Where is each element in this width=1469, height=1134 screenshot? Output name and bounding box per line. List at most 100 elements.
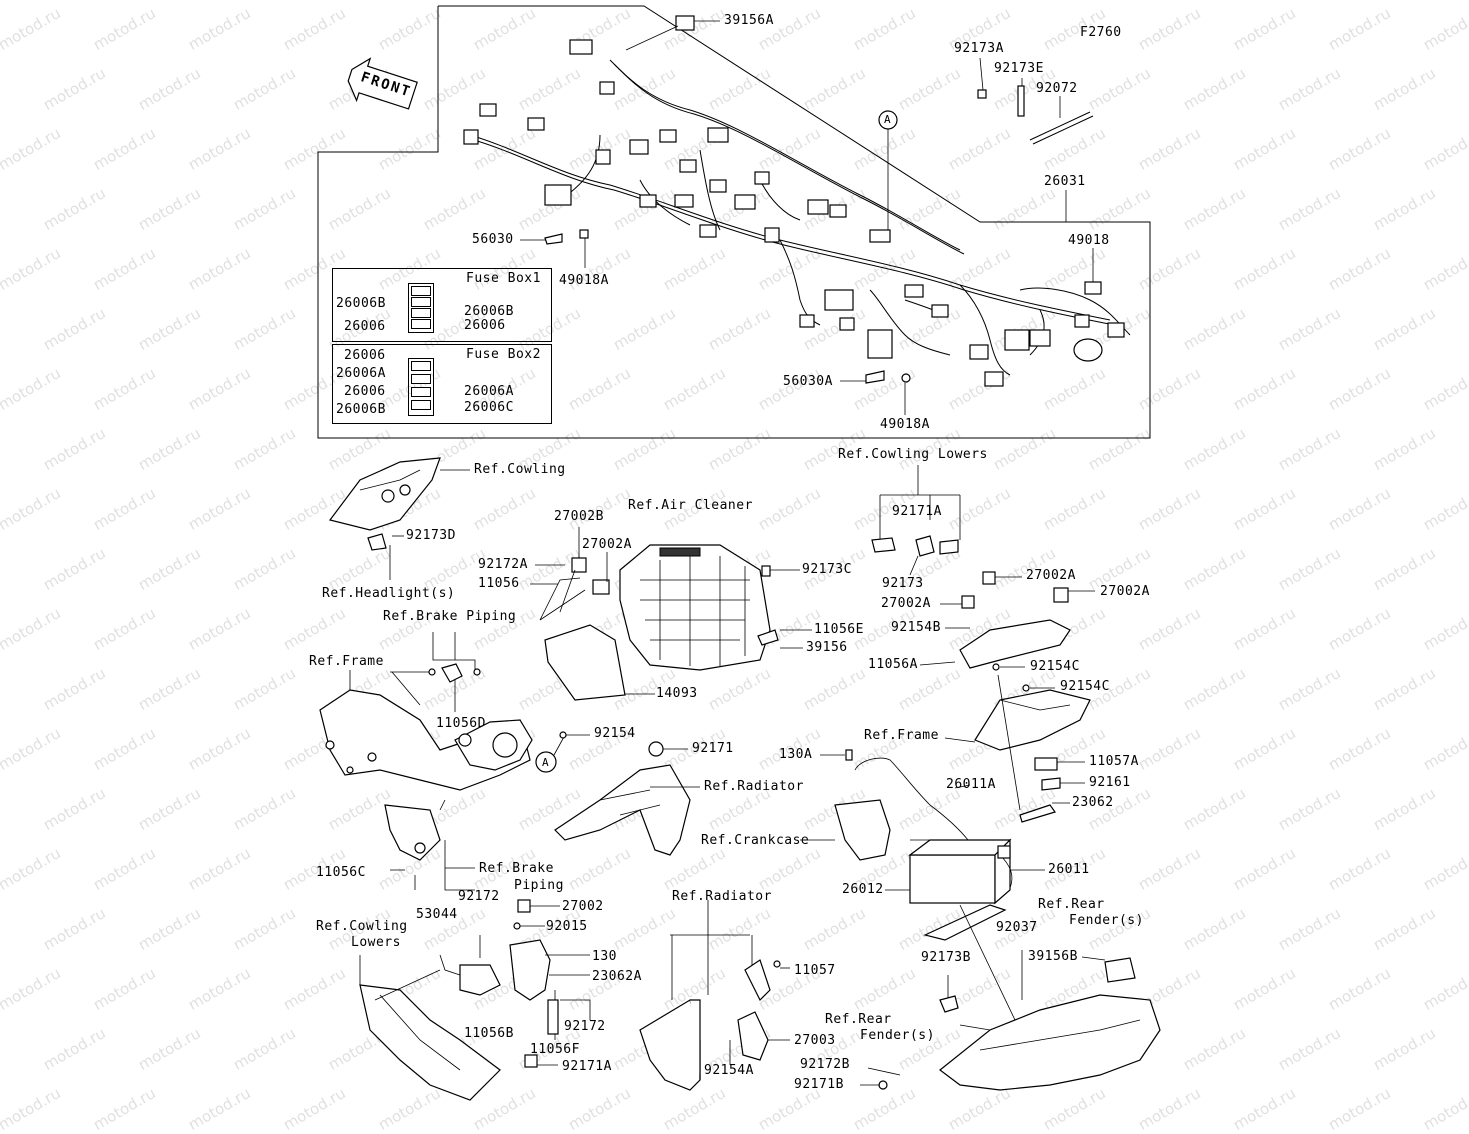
- strap-92072: [1029, 111, 1091, 141]
- fuse-box-2-left-3: 26006B: [336, 402, 386, 417]
- label-11056B: 11056B: [464, 1026, 514, 1041]
- callout-a-bottom-label: A: [542, 756, 550, 769]
- label-11056A: 11056A: [868, 657, 918, 672]
- label-ref-rear-fender-2b: Fender(s): [860, 1028, 935, 1043]
- label-92171: 92171: [692, 741, 734, 756]
- label-92154C-1: 92154C: [1030, 659, 1080, 674]
- label-26011A: 26011A: [946, 777, 996, 792]
- label-92171B: 92171B: [794, 1077, 844, 1092]
- label-92173E: 92173E: [994, 61, 1044, 76]
- label-27002A-2: 27002A: [1026, 568, 1076, 583]
- label-ref-crankcase: Ref.Crankcase: [701, 833, 810, 848]
- bracket-23062A: [509, 939, 551, 1001]
- label-27002A-3: 27002A: [1100, 584, 1150, 599]
- label-92172-1: 92172: [458, 889, 500, 904]
- crankcase-bracket: [834, 799, 891, 861]
- label-11056: 11056: [478, 576, 520, 591]
- label-ref-radiator-2: Ref.Radiator: [672, 889, 772, 904]
- callout-a-top-icon: [878, 110, 898, 130]
- part-27002B: [571, 557, 587, 573]
- diagram-drawing: [317, 5, 1161, 1101]
- label-11056E: 11056E: [814, 622, 864, 637]
- label-92154C-2: 92154C: [1060, 679, 1110, 694]
- label-ref-cowling-lowers-1: Ref.Cowling Lowers: [838, 447, 988, 462]
- label-130: 130: [592, 949, 617, 964]
- callout-a-top-label: A: [884, 113, 892, 126]
- part-56030: [544, 233, 563, 245]
- part-27003: [737, 1011, 769, 1061]
- radiator-shroud-part: [554, 764, 691, 856]
- strap-92072-edge: [1032, 115, 1094, 145]
- label-23062A: 23062A: [592, 969, 642, 984]
- fuse-box-2-right-0: 26006A: [464, 384, 514, 399]
- label-27002B: 27002B: [554, 509, 604, 524]
- label-92037: 92037: [996, 920, 1038, 935]
- cowling-lowers-part: [359, 984, 501, 1101]
- label-ref-brake-piping-1: Ref.Brake Piping: [383, 609, 517, 624]
- label-92173D: 92173D: [406, 528, 456, 543]
- label-92154: 92154: [594, 726, 636, 741]
- label-92015: 92015: [546, 919, 588, 934]
- label-92171A-1: 92171A: [892, 504, 942, 519]
- fuse-box-2-title: Fuse Box2: [466, 347, 541, 362]
- label-26012: 26012: [842, 882, 884, 897]
- fuse-box-1-block: [408, 283, 434, 333]
- label-49018: 49018: [1068, 233, 1110, 248]
- label-11056C: 11056C: [316, 865, 366, 880]
- label-92072: 92072: [1036, 81, 1078, 96]
- label-ref-rear-fender-2a: Ref.Rear: [825, 1012, 892, 1027]
- label-ref-frame-2: Ref.Frame: [864, 728, 939, 743]
- fuse-box-1-left-1: 26006: [344, 319, 386, 334]
- rear-fender-part: [939, 994, 1161, 1091]
- label-ref-brake-piping-2a: Ref.Brake: [479, 861, 554, 876]
- part-49018A-top: [579, 229, 589, 239]
- upper-leaders: [520, 20, 1094, 415]
- fuse-box-2-left-1: 26006A: [336, 366, 386, 381]
- label-11056F: 11056F: [530, 1042, 580, 1057]
- label-92173A: 92173A: [954, 41, 1004, 56]
- label-23062: 23062: [1072, 795, 1114, 810]
- part-49018A-bottom: [901, 373, 911, 383]
- label-92172B: 92172B: [800, 1057, 850, 1072]
- bracket-11056C: [384, 804, 441, 861]
- bracket-11056B: [459, 964, 501, 996]
- label-92172A: 92172A: [478, 557, 528, 572]
- battery-26012: [908, 838, 1012, 905]
- label-39156A: 39156A: [724, 13, 774, 28]
- callout-a-bottom-icon: [535, 751, 557, 773]
- label-ref-headlight: Ref.Headlight(s): [322, 586, 456, 601]
- figure-code: F2760: [1080, 25, 1122, 40]
- part-27002A-1: [592, 579, 610, 595]
- frame-bracket-right: [959, 619, 1091, 751]
- fuse-box-2-left-0: 26006: [344, 348, 386, 363]
- main-harness-26031: [469, 59, 1131, 376]
- fuse-box-1-frame: [332, 268, 552, 342]
- cowling-bracket-part: [328, 457, 441, 531]
- label-11057A: 11057A: [1089, 754, 1139, 769]
- label-11057: 11057: [794, 963, 836, 978]
- label-39156B: 39156B: [1028, 949, 1078, 964]
- part-39156B: [1104, 957, 1136, 983]
- harness-connectors: [463, 15, 1125, 387]
- label-92173B: 92173B: [921, 950, 971, 965]
- part-14093-shield: [544, 624, 626, 701]
- part-27002: [517, 899, 531, 913]
- label-11056D: 11056D: [436, 716, 486, 731]
- label-92161: 92161: [1089, 775, 1131, 790]
- label-ref-rear-fender-1a: Ref.Rear: [1038, 897, 1105, 912]
- label-14093: 14093: [656, 686, 698, 701]
- label-53044: 53044: [416, 907, 458, 922]
- part-92171: [648, 741, 664, 757]
- label-49018A-top: 49018A: [559, 273, 609, 288]
- fuse-box-2-frame: [332, 344, 552, 424]
- fuse-box-2-block: [408, 358, 434, 416]
- label-27002A-4: 27002A: [881, 596, 931, 611]
- label-92171A-2: 92171A: [562, 1059, 612, 1074]
- label-ref-cowling-lowers-2b: Lowers: [351, 935, 401, 950]
- fuse-box-1-left-0: 26006B: [336, 296, 386, 311]
- label-26011: 26011: [1048, 862, 1090, 877]
- harness-frame-outline: [317, 5, 1151, 439]
- label-27003: 27003: [794, 1033, 836, 1048]
- label-ref-frame-1: Ref.Frame: [309, 654, 384, 669]
